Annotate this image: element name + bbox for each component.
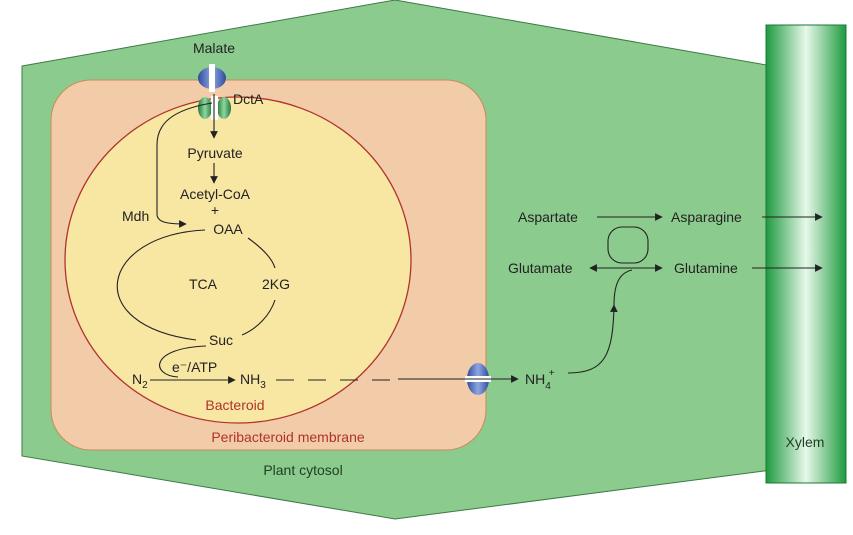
label-n2: N2 [132,371,148,391]
xylem-vessel [765,24,847,484]
label-oaa: OAA [213,221,243,237]
label-acetyl-coa: Acetyl-CoA [180,186,251,202]
label-nh3-subscript: 3 [260,380,266,391]
label-aspartate: Aspartate [518,209,578,225]
label-plus: + [211,202,219,218]
label-bacteroid: Bacteroid [205,397,264,413]
label-electron-atp: e⁻/ATP [172,359,217,375]
label-n2-base: N [132,371,142,387]
label-peribacteroid-membrane: Peribacteroid membrane [211,429,365,445]
arrow-nh4-to-glutamine [567,304,618,374]
label-pyruvate: Pyruvate [187,145,242,161]
arrow-suc-to-electron [159,345,207,378]
label-glutamate: Glutamate [508,260,573,276]
label-suc: Suc [209,332,233,348]
label-xylem: Xylem [786,434,825,450]
bacteroid [64,96,412,424]
label-nh4: NH4 + [525,368,555,392]
tca-arc-2kg-to-suc [241,299,276,336]
label-dcta: DctA [233,91,264,107]
label-glutamine: Glutamine [674,260,738,276]
tca-arc-oaa-to-2kg [247,237,276,269]
malate-transporter [198,64,226,92]
label-n2-subscript: 2 [142,380,148,391]
amino-exchange-loop [607,226,649,264]
label-nh3-base: NH [240,371,260,387]
label-tca: TCA [189,276,218,292]
arrow-malate-mdh-to-oaa [156,102,213,228]
label-2kg: 2KG [262,276,290,292]
label-nh4-superscript: + [549,368,555,379]
label-mdh: Mdh [122,208,149,224]
label-nh4-base: NH [525,371,545,387]
label-nh4-subscript: 4 [545,381,551,392]
label-malate: Malate [193,40,235,56]
arrow-into-glutamine [613,269,633,306]
label-plant-cytosol: Plant cytosol [263,462,342,478]
label-asparagine: Asparagine [671,209,742,225]
tca-cycle-arc [116,229,206,341]
label-nh3: NH3 [240,371,266,391]
